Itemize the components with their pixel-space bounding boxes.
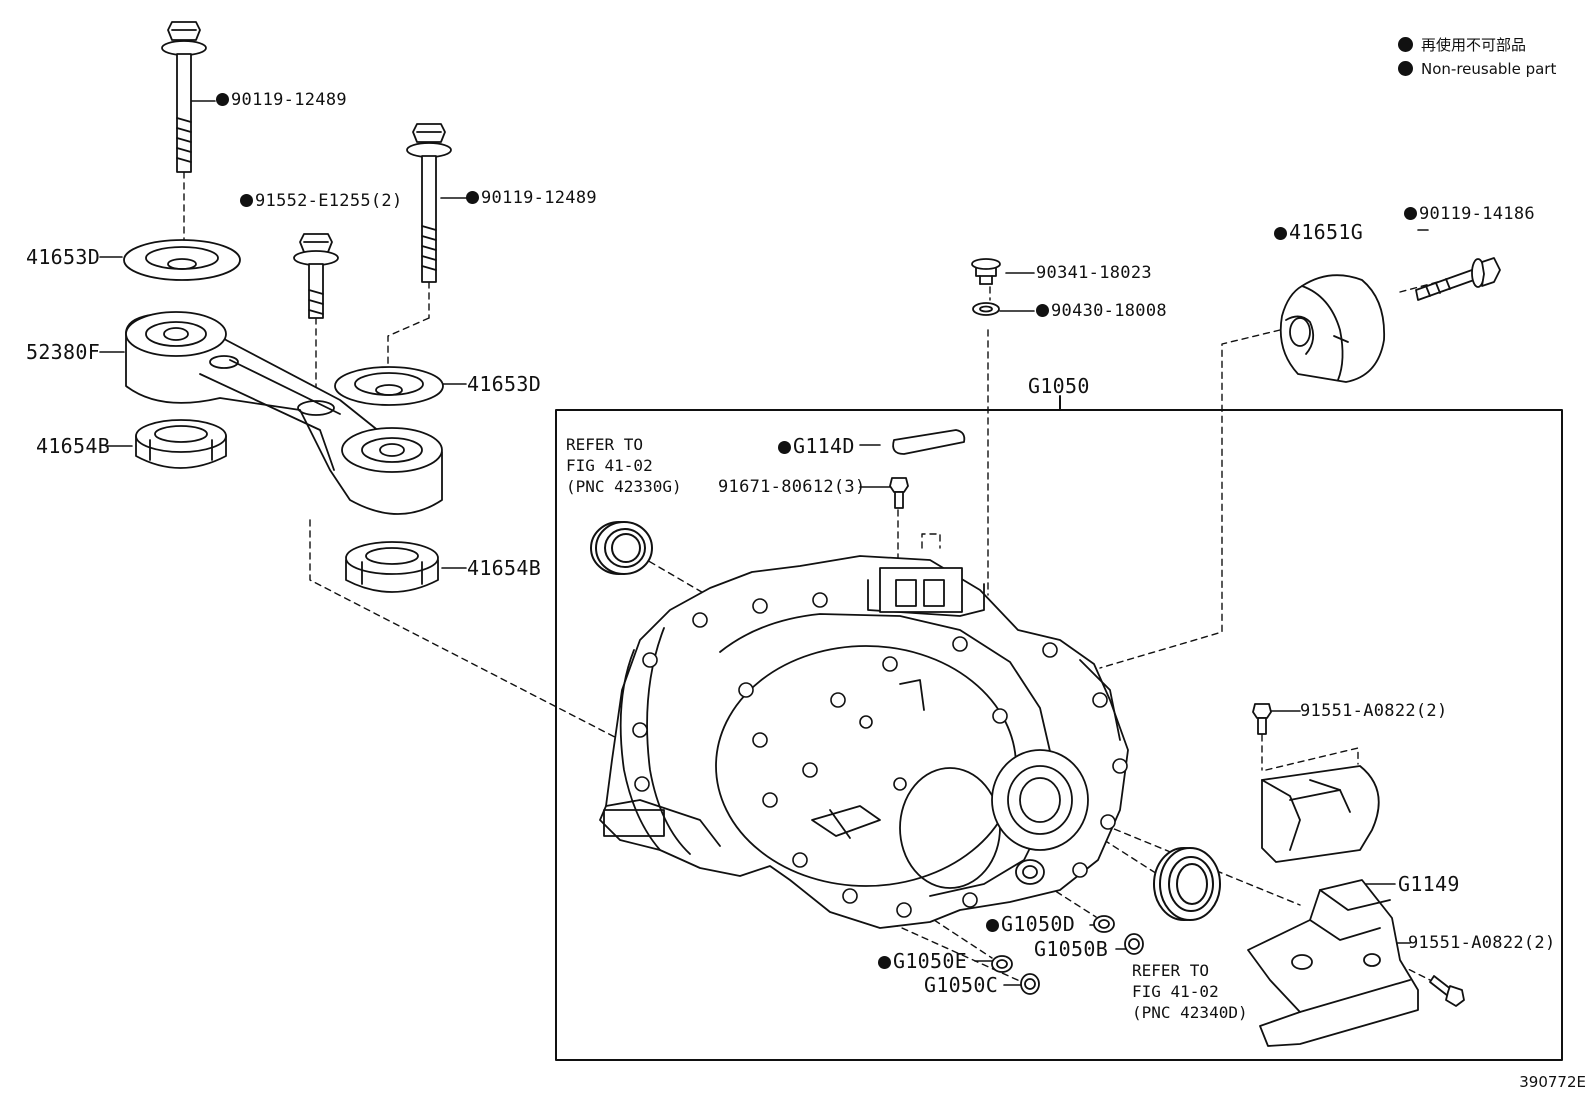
cushion-lower-icon xyxy=(345,541,439,593)
part-label-bolt-right[interactable]: 90119-14186 xyxy=(1404,206,1535,223)
reference-note-right[interactable]: REFER TO FIG 41-02 (PNC 42340D) xyxy=(1132,961,1248,1022)
cushion-upper-icon xyxy=(135,419,227,469)
non-reusable-dot-icon xyxy=(1404,207,1417,220)
filled-dot-icon xyxy=(1398,61,1413,76)
plug-c-icon xyxy=(1020,973,1040,995)
legend-text-ja: 再使用不可部品 xyxy=(1421,36,1527,54)
part-label-cover-plate[interactable]: G114D xyxy=(778,436,855,456)
part-label-washer-upper-left[interactable]: 41653D xyxy=(26,245,101,269)
torque-rod-icon xyxy=(125,311,443,515)
filled-dot-icon xyxy=(1398,37,1413,52)
bolt-right-icon xyxy=(1415,257,1501,301)
part-label-bracket-bolt-upper[interactable]: 91551-A0822(2) xyxy=(1300,701,1448,721)
part-label-mount-bracket[interactable]: 52380F xyxy=(26,340,101,364)
non-reusable-dot-icon xyxy=(240,194,253,207)
legend-item-ja: 再使用不可部品 xyxy=(1398,34,1526,55)
case-bosses xyxy=(632,592,1128,918)
bolt-long-left-icon xyxy=(161,21,207,173)
part-label-plug-b[interactable]: G1050B xyxy=(1034,937,1109,961)
assembly-dashed-lines xyxy=(183,171,1461,986)
part-label-plug-c[interactable]: G1050C xyxy=(924,973,999,997)
oil-seal-right-icon xyxy=(1153,847,1221,921)
oil-seal-left-icon xyxy=(590,521,653,575)
bolt-long-mid-icon xyxy=(406,123,452,283)
part-label-oring-d[interactable]: G1050D xyxy=(986,914,1075,934)
group-label[interactable]: G1050 xyxy=(1028,374,1090,398)
non-reusable-dot-icon xyxy=(1274,227,1287,240)
non-reusable-dot-icon xyxy=(1036,304,1049,317)
part-label-mount-insulator[interactable]: 41651G xyxy=(1274,222,1363,242)
non-reusable-dot-icon xyxy=(878,956,891,969)
legend-item-en: Non-reusable part xyxy=(1398,60,1556,78)
reference-note-left[interactable]: REFER TO FIG 41-02 (PNC 42330G) xyxy=(566,435,682,496)
part-label-cushion-upper[interactable]: 41654B xyxy=(36,434,111,458)
part-label-washer-mid[interactable]: 41653D xyxy=(467,372,542,396)
part-label-bolt-center-left[interactable]: 91552-E1255(2) xyxy=(240,193,403,210)
oring-e-icon xyxy=(991,955,1013,973)
cover-plate-icon xyxy=(892,429,966,455)
bolt-short-icon xyxy=(293,233,339,319)
plug-icon xyxy=(971,258,1001,285)
bracket-bolt-lower-icon xyxy=(1429,975,1465,1007)
bracket-upper-icon xyxy=(1261,765,1380,863)
washer-upper-left-icon xyxy=(123,239,241,281)
non-reusable-dot-icon xyxy=(466,191,479,204)
part-label-small-bolt[interactable]: 91671-80612(3) xyxy=(718,477,866,497)
bracket-bolt-upper-icon xyxy=(1252,703,1272,735)
part-label-cushion-lower[interactable]: 41654B xyxy=(467,556,542,580)
figure-id: 390772E xyxy=(1519,1073,1586,1091)
non-reusable-dot-icon xyxy=(986,919,999,932)
part-label-gasket[interactable]: 90430-18008 xyxy=(1036,303,1167,320)
bracket-lower-icon xyxy=(1247,879,1419,1047)
transaxle-case-icon xyxy=(599,555,1129,929)
legend-text-en: Non-reusable part xyxy=(1421,60,1557,78)
part-label-bracket-bolt-lower[interactable]: 91551-A0822(2) xyxy=(1408,933,1556,953)
part-label-oring-e[interactable]: G1050E xyxy=(878,951,967,971)
small-bolt-icon xyxy=(889,477,909,509)
part-label-bolt-top-mid[interactable]: 90119-12489 xyxy=(466,190,597,207)
gasket-icon xyxy=(972,302,1000,316)
mount-insulator-icon xyxy=(1279,274,1386,383)
non-reusable-dot-icon xyxy=(778,441,791,454)
plug-b-icon xyxy=(1124,933,1144,955)
non-reusable-dot-icon xyxy=(216,93,229,106)
oring-d-icon xyxy=(1093,915,1115,933)
washer-mid-icon xyxy=(334,366,444,406)
part-label-bracket[interactable]: G1149 xyxy=(1398,872,1460,896)
part-label-plug[interactable]: 90341-18023 xyxy=(1036,263,1152,283)
part-label-bolt-top-left[interactable]: 90119-12489 xyxy=(216,92,347,109)
